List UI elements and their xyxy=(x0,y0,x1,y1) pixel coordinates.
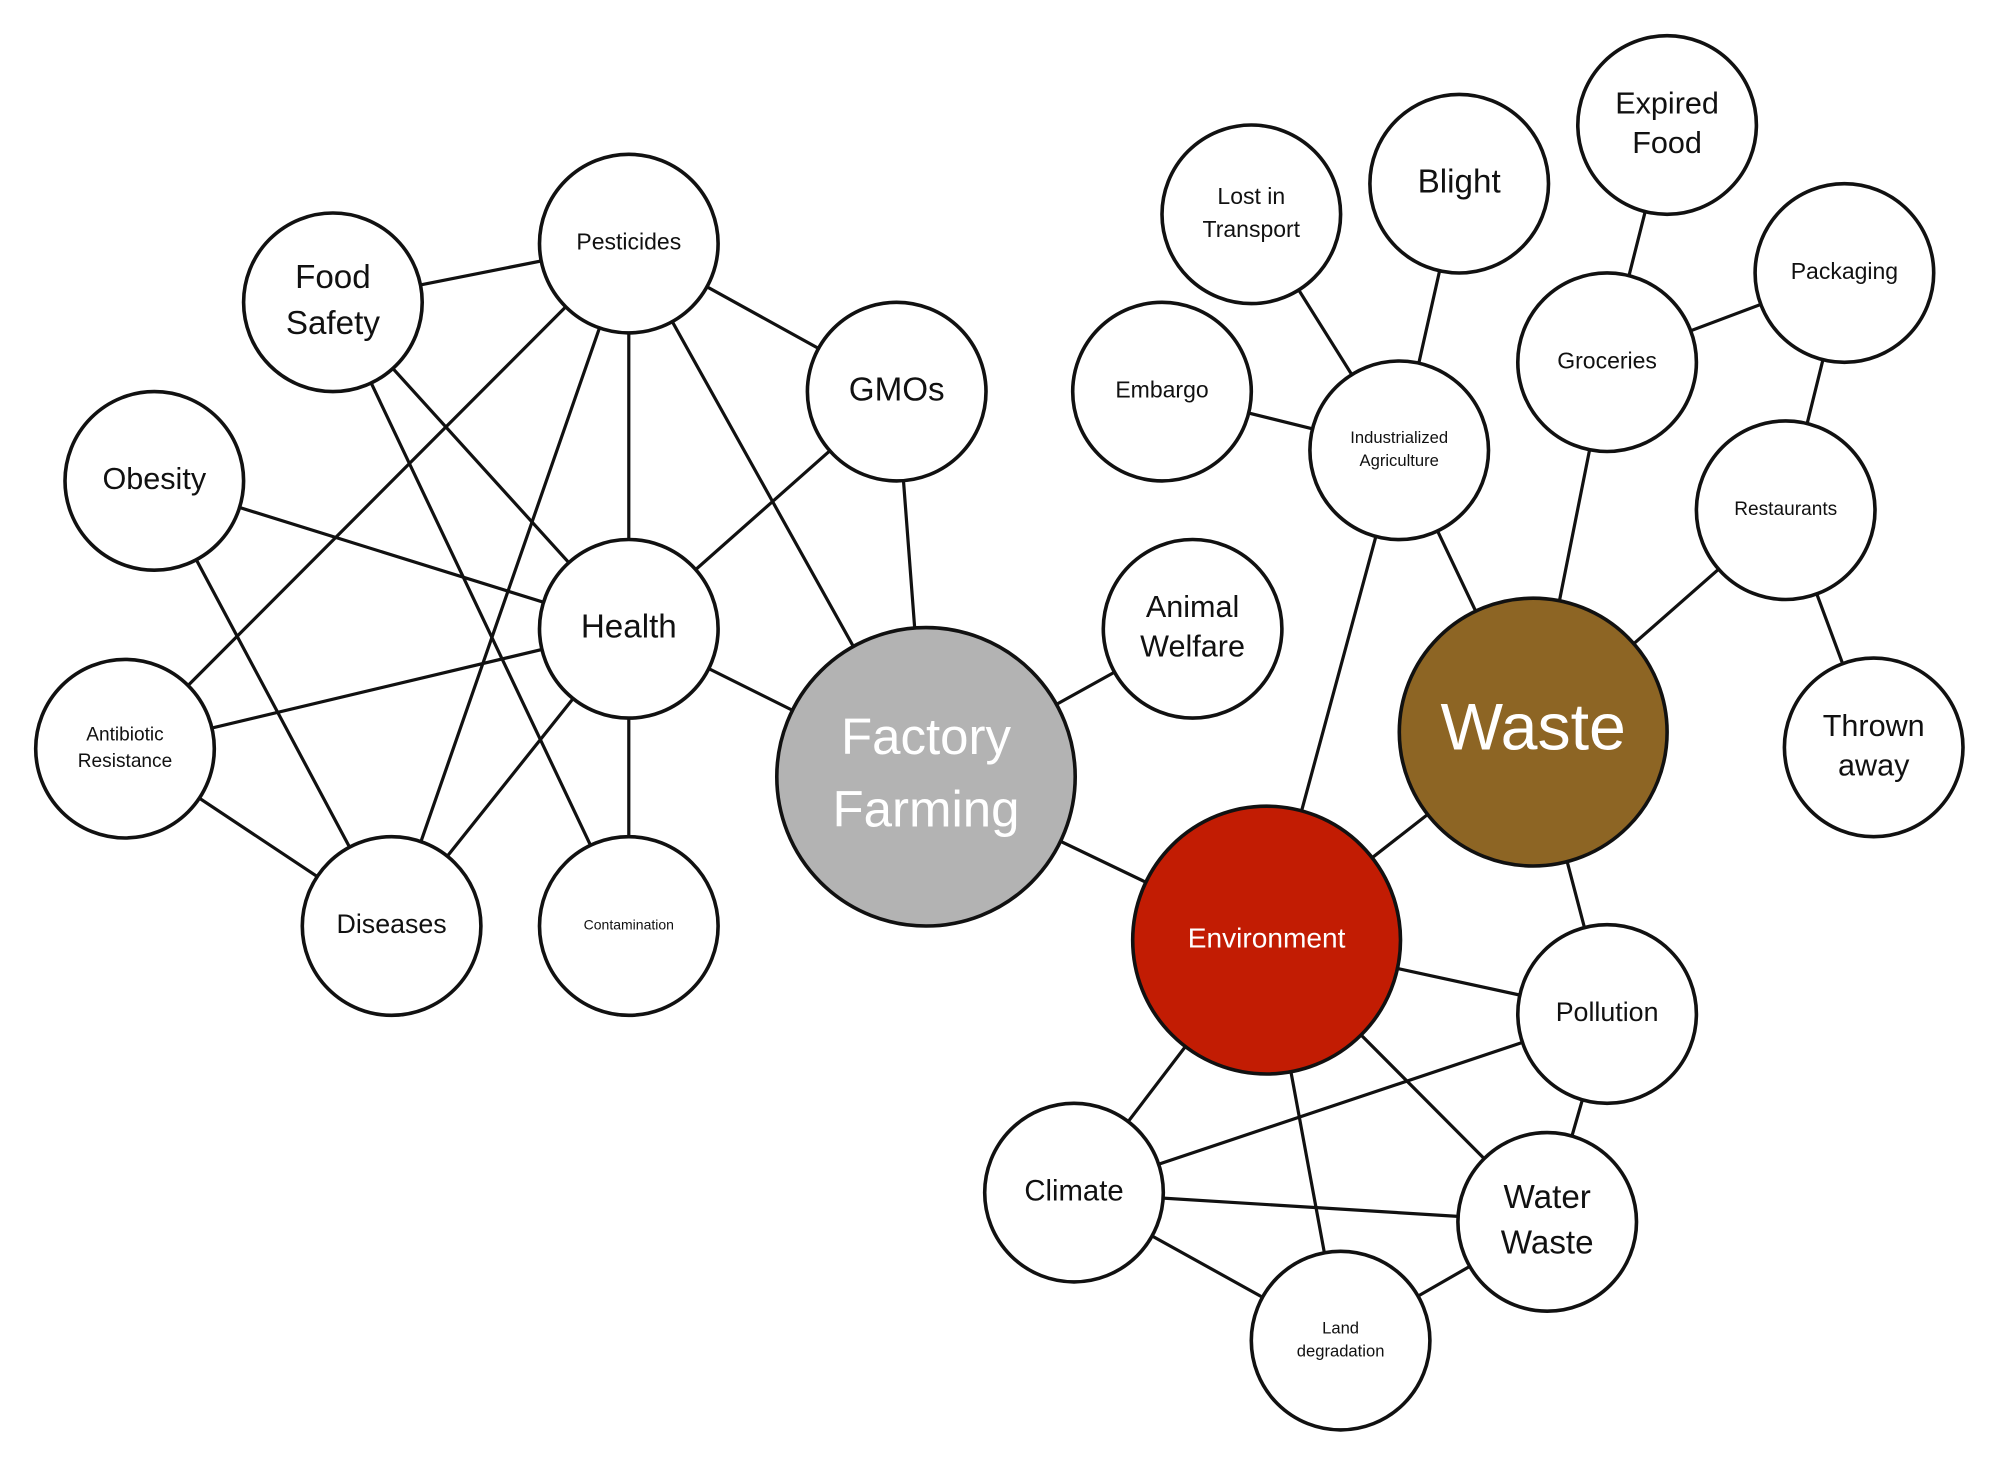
node-label-restaurants: Restaurants xyxy=(1734,499,1837,520)
node-circle-food-safety xyxy=(241,211,424,394)
node-groceries: Groceries xyxy=(1515,271,1699,454)
node-pesticides: Pesticides xyxy=(537,152,720,335)
node-circle-water-waste xyxy=(1456,1130,1639,1313)
node-health: Health xyxy=(537,537,720,720)
node-waste: Waste xyxy=(1397,596,1669,868)
node-embargo: Embargo xyxy=(1070,300,1254,483)
node-label-waste: Waste xyxy=(1440,691,1625,765)
node-label-land-degradation-line-2: degradation xyxy=(1297,1341,1385,1360)
node-circle-climate xyxy=(982,1101,1166,1284)
node-label-food-safety-line-1: Food xyxy=(295,259,371,296)
node-label-factory-farming-line-2: Farming xyxy=(832,781,1019,838)
node-label-climate: Climate xyxy=(1024,1174,1123,1207)
node-label-land-degradation-line-1: Land xyxy=(1322,1318,1359,1337)
node-label-animal-welfare-line-2: Welfare xyxy=(1140,630,1245,664)
node-label-industrialized-agriculture-line-2: Agriculture xyxy=(1360,451,1439,470)
node-label-antibiotic-resistance-line-2: Resistance xyxy=(78,751,172,772)
node-label-blight: Blight xyxy=(1418,163,1501,200)
node-lost-in-transport: Lost in Transport xyxy=(1160,123,1343,306)
edge-pollution-to-climate xyxy=(1072,1012,1609,1195)
node-label-food-safety-line-2: Safety xyxy=(286,305,380,342)
node-circle-groceries xyxy=(1515,271,1699,454)
node-label-antibiotic-resistance-line-1: Antibiotic xyxy=(86,724,164,745)
node-label-environment: Environment xyxy=(1188,923,1346,954)
node-label-diseases: Diseases xyxy=(336,909,446,939)
node-circle-gmos xyxy=(805,300,988,483)
node-circle-contamination xyxy=(537,834,720,1018)
node-thrown-away: Thrown away xyxy=(1782,656,1965,839)
node-circle-pollution xyxy=(1515,922,1699,1106)
node-packaging: Packaging xyxy=(1753,181,1936,365)
node-label-pollution: Pollution xyxy=(1556,997,1659,1027)
node-circle-factory-farming xyxy=(774,625,1077,928)
edge-food-safety-to-contamination xyxy=(331,300,631,928)
node-land-degradation: Land degradation xyxy=(1249,1249,1432,1432)
node-label-water-waste-line-2: Waste xyxy=(1501,1225,1594,1262)
node-circle-pesticides xyxy=(537,152,720,335)
node-pollution: Pollution xyxy=(1515,922,1699,1106)
node-label-expired-food-line-1: Expired xyxy=(1615,86,1719,120)
node-diseases: Diseases xyxy=(300,834,483,1018)
node-circle-blight xyxy=(1368,92,1551,275)
node-obesity: Obesity xyxy=(63,389,246,572)
node-climate: Climate xyxy=(982,1101,1166,1284)
node-label-lost-in-transport-line-1: Lost in xyxy=(1217,183,1285,209)
node-label-gmos: GMOs xyxy=(849,371,945,408)
node-label-packaging: Packaging xyxy=(1791,258,1898,284)
node-label-pesticides: Pesticides xyxy=(576,229,681,255)
node-label-thrown-away-line-1: Thrown xyxy=(1823,709,1925,743)
node-label-water-waste-line-1: Water xyxy=(1504,1179,1591,1216)
node-restaurants: Restaurants xyxy=(1694,419,1877,602)
node-label-contamination: Contamination xyxy=(584,917,674,933)
node-circle-embargo xyxy=(1070,300,1254,483)
node-contamination: Contamination xyxy=(537,834,720,1018)
node-label-embargo: Embargo xyxy=(1115,377,1208,403)
node-blight: Blight xyxy=(1368,92,1551,275)
topic-nodes: FactoryFarmingEnvironmentWasteHealthPest… xyxy=(33,33,1965,1432)
node-label-obesity: Obesity xyxy=(102,462,206,496)
node-label-health: Health xyxy=(581,609,677,646)
node-gmos: GMOs xyxy=(805,300,988,483)
node-label-animal-welfare-line-1: Animal xyxy=(1146,590,1240,624)
node-label-industrialized-agriculture-line-1: Industrialized xyxy=(1350,428,1448,447)
node-label-thrown-away-line-2: away xyxy=(1838,748,1910,782)
node-circle-animal-welfare xyxy=(1101,537,1284,720)
node-circle-lost-in-transport xyxy=(1160,123,1343,306)
node-environment: Environment xyxy=(1130,804,1403,1076)
node-circle-health xyxy=(537,537,720,720)
node-label-expired-food-line-2: Food xyxy=(1632,126,1702,160)
edge-pesticides-to-diseases xyxy=(390,242,631,928)
node-label-groceries: Groceries xyxy=(1557,347,1657,373)
node-circle-waste xyxy=(1397,596,1669,868)
node-circle-expired-food xyxy=(1575,33,1759,217)
node-circle-thrown-away xyxy=(1782,656,1965,839)
edge-pesticides-to-antibiotic-resistance xyxy=(123,242,631,751)
node-circle-diseases xyxy=(300,834,483,1018)
node-circle-industrialized-agriculture xyxy=(1308,359,1491,542)
node-label-factory-farming-line-1: Factory xyxy=(841,708,1012,765)
node-circle-antibiotic-resistance xyxy=(33,657,217,840)
node-circle-obesity xyxy=(63,389,246,572)
node-circle-environment xyxy=(1130,804,1403,1076)
node-circle-land-degradation xyxy=(1249,1249,1432,1432)
node-circle-restaurants xyxy=(1694,419,1877,602)
node-label-lost-in-transport-line-2: Transport xyxy=(1203,216,1301,242)
node-circle-packaging xyxy=(1753,181,1936,365)
